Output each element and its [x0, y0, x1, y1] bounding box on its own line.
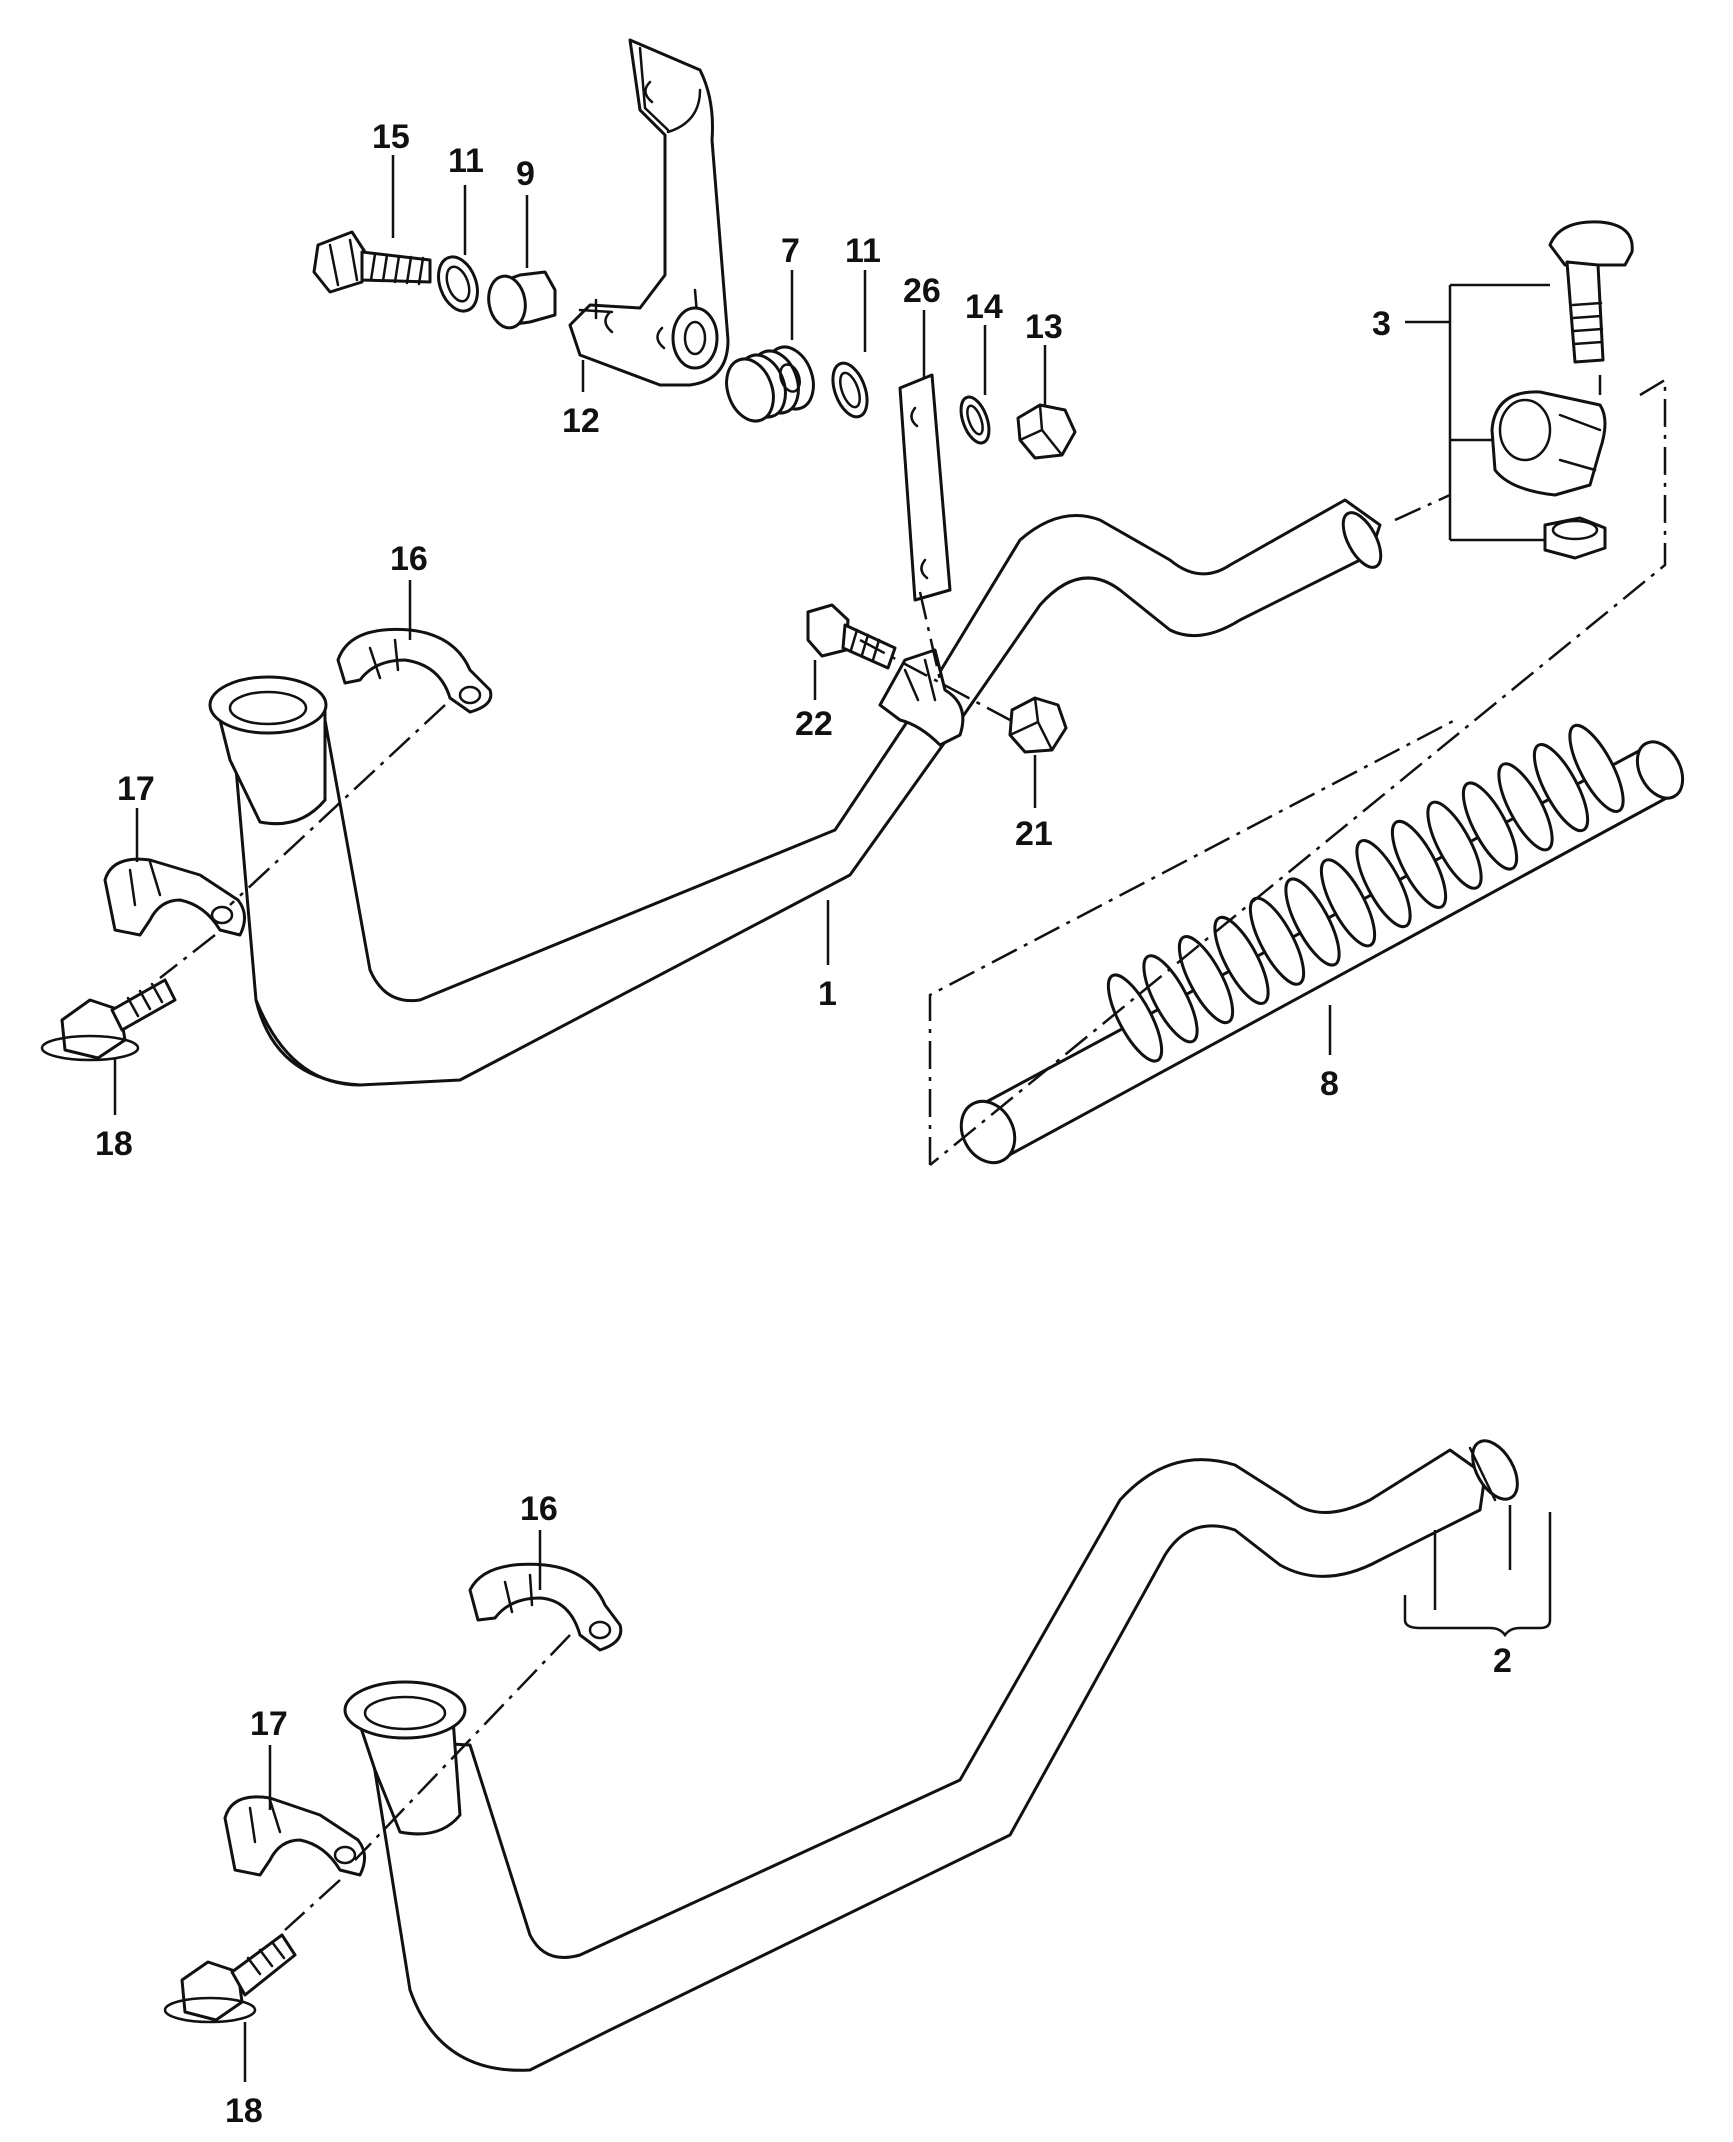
flex-pipe-8: [959, 723, 1685, 1165]
clamp-16-lower: [468, 1562, 623, 1652]
bellows-rib: [1461, 781, 1519, 871]
pipe-2-flange: [343, 1680, 467, 1836]
washer-11-right: [831, 361, 869, 419]
pipe-clamp-mid: [878, 648, 965, 747]
bellows-rib: [1497, 762, 1554, 852]
bellows-rib: [1355, 839, 1412, 929]
rubber-element-7: [725, 345, 815, 423]
callout-labels: 15 11 9 12 7 11 26 14 13 3 16 17 18 22 2…: [95, 118, 1512, 2130]
callout-18-upper: 18: [95, 1125, 133, 1163]
callout-15: 15: [372, 118, 410, 156]
bellows-ribs: [1106, 723, 1625, 1063]
callout-3: 3: [1372, 305, 1391, 343]
bracket-12: [568, 38, 730, 387]
callout-22: 22: [795, 705, 833, 743]
clamp-17-upper: [103, 857, 246, 937]
leader-lines-lower: [243, 1505, 1552, 2082]
assembly-lines-lower: [284, 1634, 571, 1931]
callout-7: 7: [781, 232, 800, 270]
callout-11-left: 11: [448, 142, 484, 180]
bolt-18-upper: [40, 978, 177, 1062]
bellows-rib: [1319, 858, 1377, 948]
washer-11-left: [437, 255, 479, 313]
callout-8: 8: [1320, 1065, 1339, 1103]
callout-26: 26: [903, 272, 941, 310]
bolt-22: [806, 603, 897, 670]
callout-1: 1: [818, 975, 837, 1013]
bellows-rib: [1390, 819, 1448, 909]
callout-21: 21: [1015, 815, 1053, 853]
exhaust-pipe-2: [368, 1439, 1519, 2072]
callout-12: 12: [562, 402, 600, 440]
bellows-rib: [1106, 973, 1164, 1063]
callout-3-bracket: [1405, 283, 1550, 542]
clamp-17-lower: [223, 1795, 366, 1877]
callout-16-upper: 16: [390, 540, 428, 578]
callout-11-right: 11: [845, 232, 881, 270]
clamp-16-upper: [336, 627, 493, 714]
callout-17-lower: 17: [250, 1705, 288, 1743]
bolt-18-lower: [163, 1933, 297, 2024]
pipe-1-flange: [208, 675, 328, 826]
hanger-strap-26: [898, 373, 952, 602]
bellows-rib: [1142, 954, 1199, 1044]
bellows-rib: [1426, 800, 1483, 890]
callout-9: 9: [516, 155, 535, 193]
callout-2: 2: [1493, 1642, 1512, 1680]
bellows-rib: [1532, 743, 1590, 833]
callout-17-upper: 17: [117, 770, 155, 808]
assembly-lines-upper: [159, 375, 1667, 1166]
bellows-rib: [1284, 877, 1341, 967]
callout-13: 13: [1025, 308, 1063, 346]
bolt-15: [312, 230, 432, 294]
bellows-rib: [1213, 915, 1270, 1005]
bellows-rib: [1177, 935, 1235, 1025]
nut-13: [1016, 403, 1077, 460]
leader-lines-upper: [113, 155, 1332, 1115]
callout-16-lower: 16: [520, 1490, 558, 1528]
callout-14: 14: [965, 288, 1003, 326]
nut-21: [1008, 696, 1068, 754]
bush-9: [487, 270, 557, 330]
bellows-rib: [1568, 723, 1625, 813]
washer-14: [959, 395, 991, 445]
clamp-assembly-3: [1490, 220, 1634, 560]
callout-18-lower: 18: [225, 2092, 263, 2130]
